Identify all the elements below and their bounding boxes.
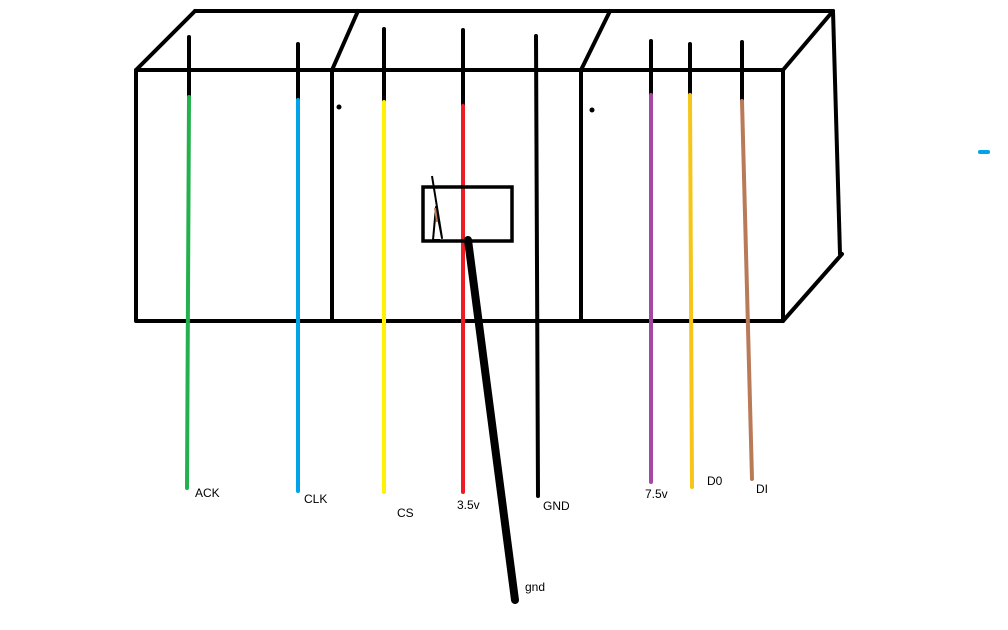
housing-right-back-edge — [831, 9, 842, 256]
wire-gnd — [534, 34, 540, 498]
housing-dot-left — [336, 104, 342, 110]
connector-housing — [134, 9, 844, 323]
splice-loop-brown — [434, 207, 438, 223]
housing-dot-right — [589, 107, 595, 113]
extra-gnd-label: gnd — [525, 580, 545, 594]
housing-divider-left-top — [330, 9, 360, 72]
extra-gnd-wire — [464, 236, 519, 604]
housing-bottom-right-edge — [781, 252, 844, 323]
housing-divider-right-top — [579, 9, 612, 72]
wire-ack — [185, 95, 191, 490]
housing-top-left-edge — [134, 9, 197, 72]
wire-label-gnd: GND — [543, 499, 570, 513]
wire-label-ack: ACK — [195, 486, 220, 500]
housing-top-right-edge — [781, 9, 835, 72]
wire-di — [740, 99, 754, 481]
wire-label-clk: CLK — [304, 492, 327, 506]
wire-d0 — [688, 93, 694, 489]
wire-label-7-5v: 7.5v — [645, 487, 668, 501]
wire-label-3-5v: 3.5v — [457, 498, 480, 512]
wire-label-d0: D0 — [707, 474, 723, 488]
wire-label-di: DI — [756, 482, 768, 496]
wire-label-cs: CS — [397, 506, 414, 520]
splice-loop — [431, 175, 443, 241]
housing-front-face — [134, 68, 785, 323]
